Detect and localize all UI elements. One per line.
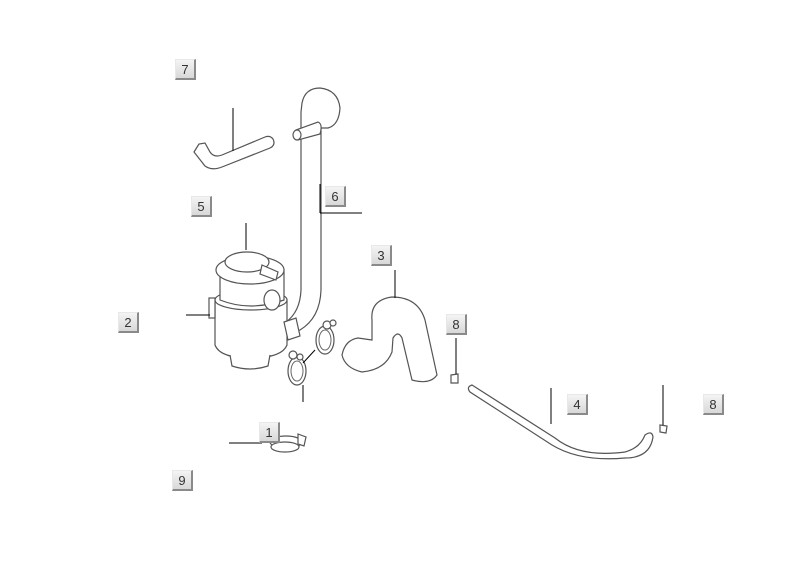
callout-8[interactable]: 8 [446, 314, 467, 335]
part-3-hose [341, 270, 438, 383]
part-6-pipe [285, 87, 362, 335]
part-7-hose [193, 108, 275, 170]
part-4-tube [467, 384, 654, 460]
callout-8-right[interactable]: 8 [703, 394, 724, 415]
callout-2[interactable]: 2 [118, 312, 139, 333]
callout-6[interactable]: 6 [325, 186, 346, 207]
callout-3[interactable]: 3 [371, 245, 392, 266]
callout-4[interactable]: 4 [567, 394, 588, 415]
callout-5[interactable]: 5 [191, 196, 212, 217]
clamps [287, 319, 337, 402]
part-8-clips [450, 338, 668, 434]
callout-1[interactable]: 1 [259, 422, 280, 443]
part-2-canister [186, 223, 301, 370]
callout-9[interactable]: 9 [172, 470, 193, 491]
callout-7[interactable]: 7 [175, 59, 196, 80]
